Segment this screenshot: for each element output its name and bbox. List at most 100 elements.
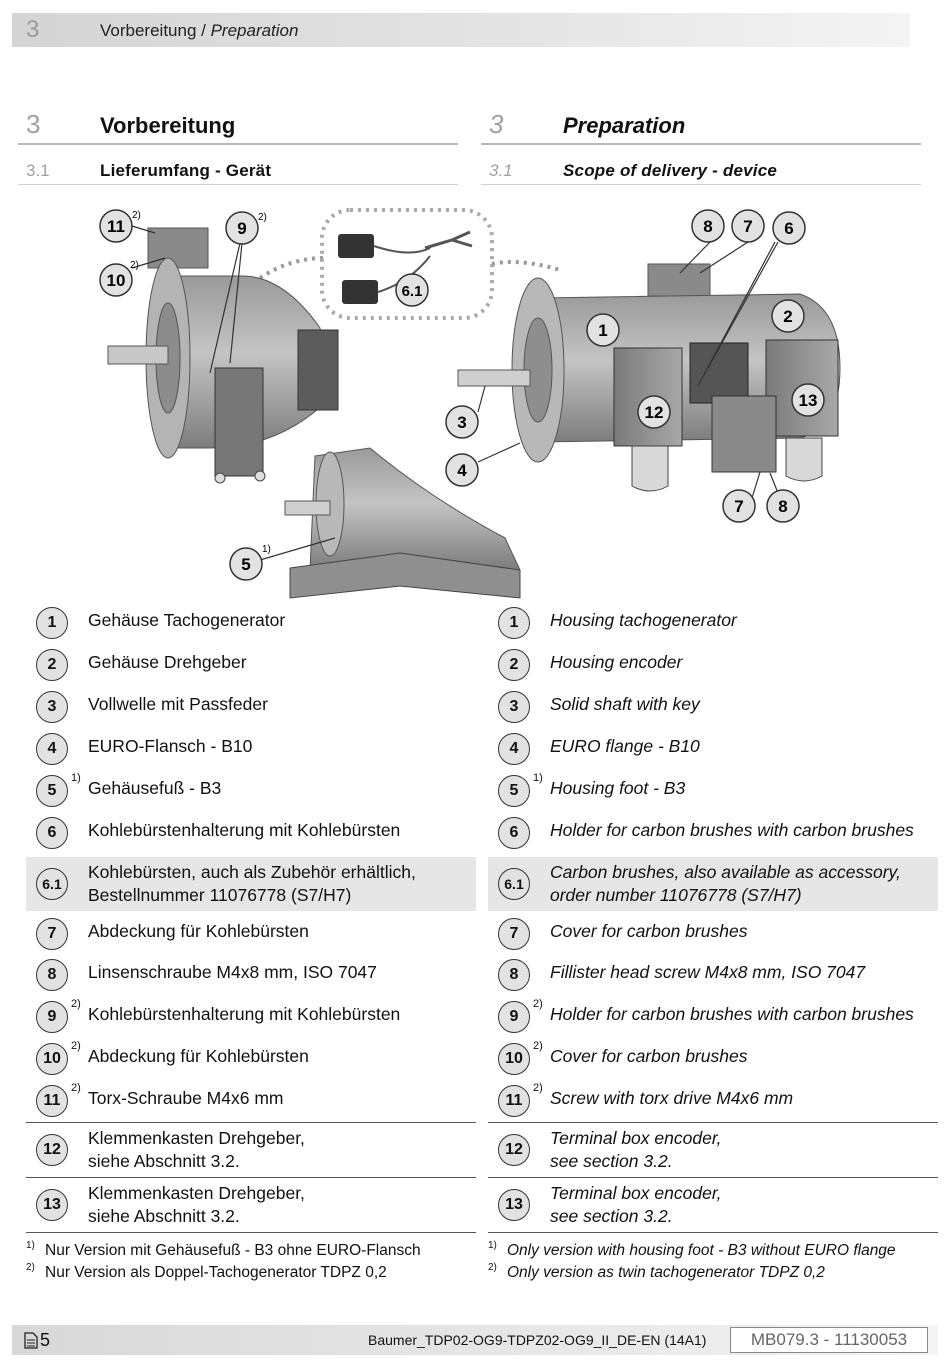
item-label: Carbon brushes, also available as access… bbox=[550, 862, 901, 882]
callout-2: 2 bbox=[771, 299, 805, 333]
callout-9: 92) bbox=[225, 211, 267, 245]
callout-7-top: 7 bbox=[731, 209, 765, 243]
item-label: Housing foot - B3 bbox=[550, 778, 686, 798]
item-label: Fillister head screw M4x8 mm, ISO 7047 bbox=[550, 962, 866, 982]
footnote: 2)Only version as twin tachogenerator TD… bbox=[480, 1262, 930, 1284]
svg-text:5: 5 bbox=[241, 555, 250, 574]
item-footnote-marker: 2) bbox=[71, 1040, 81, 1052]
svg-text:6.1: 6.1 bbox=[402, 283, 423, 300]
item-label-line2: order number 11076778 (S7/H7) bbox=[550, 885, 802, 905]
footnote-marker: 1) bbox=[26, 1240, 35, 1251]
item-footnote-marker: 2) bbox=[533, 1040, 543, 1052]
svg-text:7: 7 bbox=[734, 497, 743, 516]
item-number-badge: 6 bbox=[36, 817, 68, 849]
item-label: EURO-Flansch - B10 bbox=[88, 736, 253, 756]
item-label: Gehäuse Tachogenerator bbox=[88, 610, 286, 630]
item-label: Vollwelle mit Passfeder bbox=[88, 694, 268, 714]
document-name: Baumer_TDP02-OG9-TDPZ02-OG9_II_DE-EN (14… bbox=[368, 1332, 707, 1348]
footnote-text: Only version with housing foot - B3 with… bbox=[507, 1242, 896, 1259]
item-footnote-marker: 2) bbox=[71, 998, 81, 1010]
item-label: Cover for carbon brushes bbox=[550, 1046, 748, 1066]
footnote-text: Nur Version mit Gehäusefuß - B3 ohne EUR… bbox=[45, 1242, 421, 1259]
item-label: Abdeckung für Kohlebürsten bbox=[88, 1046, 309, 1066]
callout-6-1: 6.1 bbox=[395, 273, 429, 307]
item-label: Klemmenkasten Drehgeber, bbox=[88, 1128, 305, 1148]
section-number: 3 bbox=[489, 109, 504, 139]
page-footer: 5 Baumer_TDP02-OG9-TDPZ02-OG9_II_DE-EN (… bbox=[12, 1325, 938, 1355]
subsection-number: 3.1 bbox=[26, 161, 50, 180]
callout-7-bottom: 7 bbox=[722, 489, 756, 523]
callout-10: 10 2) bbox=[99, 260, 139, 297]
svg-text:11: 11 bbox=[107, 217, 125, 236]
header-separator: / bbox=[196, 21, 211, 40]
page-number-value: 5 bbox=[40, 1330, 51, 1350]
svg-text:1: 1 bbox=[598, 321, 607, 340]
item-number-badge: 6.1 bbox=[36, 868, 68, 900]
item-label-line2: Bestellnummer 11076778 (S7/H7) bbox=[88, 885, 352, 905]
svg-text:8: 8 bbox=[778, 497, 787, 516]
section-number: 3 bbox=[26, 109, 41, 139]
device-illustration: 112) 102) 92) 6.1 51) 8 7 6 1 2 3 4 12 1… bbox=[99, 208, 841, 599]
callout-labels: 112) 102) 92) 6.1 51) 8 7 6 1 2 3 4 12 1… bbox=[99, 209, 825, 581]
document-code: MB079.3 - 11130053 bbox=[730, 1327, 928, 1353]
item-number-badge: 10 bbox=[36, 1043, 68, 1075]
svg-text:2): 2) bbox=[130, 260, 139, 271]
list-item: 4 EURO-Flansch - B10 bbox=[26, 726, 476, 768]
svg-text:2): 2) bbox=[258, 212, 267, 223]
item-label: Solid shaft with key bbox=[550, 694, 700, 714]
subsection-title: Scope of delivery - device bbox=[563, 161, 778, 180]
footnote: 1)Only version with housing foot - B3 wi… bbox=[480, 1240, 930, 1262]
item-number-badge: 13 bbox=[498, 1189, 530, 1221]
section-title: Preparation bbox=[563, 113, 686, 138]
item-number-badge: 8 bbox=[36, 959, 68, 991]
item-label: Housing tachogenerator bbox=[550, 610, 737, 630]
item-footnote-marker: 1) bbox=[71, 772, 81, 784]
svg-text:8: 8 bbox=[703, 217, 712, 236]
svg-text:2: 2 bbox=[783, 307, 792, 326]
device-right bbox=[457, 241, 841, 499]
item-label: Terminal box encoder, bbox=[550, 1128, 722, 1148]
callout-8-top: 8 bbox=[691, 209, 725, 243]
item-label: Terminal box encoder, bbox=[550, 1183, 722, 1203]
svg-text:13: 13 bbox=[799, 391, 818, 410]
footnotes-de: 1) Nur Version mit Gehäusefuß - B3 ohne E… bbox=[18, 1240, 468, 1284]
item-footnote-marker: 2) bbox=[533, 998, 543, 1010]
svg-text:10: 10 bbox=[107, 271, 126, 290]
item-number-badge: 12 bbox=[498, 1134, 530, 1166]
item-number-badge: 7 bbox=[498, 918, 530, 950]
item-number-badge: 11 bbox=[36, 1085, 68, 1117]
item-number-badge: 6.1 bbox=[498, 868, 530, 900]
item-label: Gehäuse Drehgeber bbox=[88, 652, 247, 672]
item-label: Housing encoder bbox=[550, 652, 683, 672]
item-label: Linsenschraube M4x8 mm, ISO 7047 bbox=[88, 962, 377, 982]
carbon-brush-detail bbox=[320, 208, 494, 320]
item-number-badge: 4 bbox=[36, 733, 68, 765]
item-number-badge: 11 bbox=[498, 1085, 530, 1117]
chapter-number: 3 bbox=[26, 16, 40, 43]
item-label-line2: see section 3.2. bbox=[550, 1151, 673, 1171]
subsection-heading-de: 3.1 Lieferumfang - Gerät bbox=[18, 156, 458, 185]
item-number-badge: 5 bbox=[498, 775, 530, 807]
list-item: 8 Linsenschraube M4x8 mm, ISO 7047 bbox=[26, 952, 476, 994]
item-number-badge: 9 bbox=[498, 1001, 530, 1033]
item-label: Gehäusefuß - B3 bbox=[88, 778, 222, 798]
section-title: Vorbereitung bbox=[100, 113, 236, 138]
